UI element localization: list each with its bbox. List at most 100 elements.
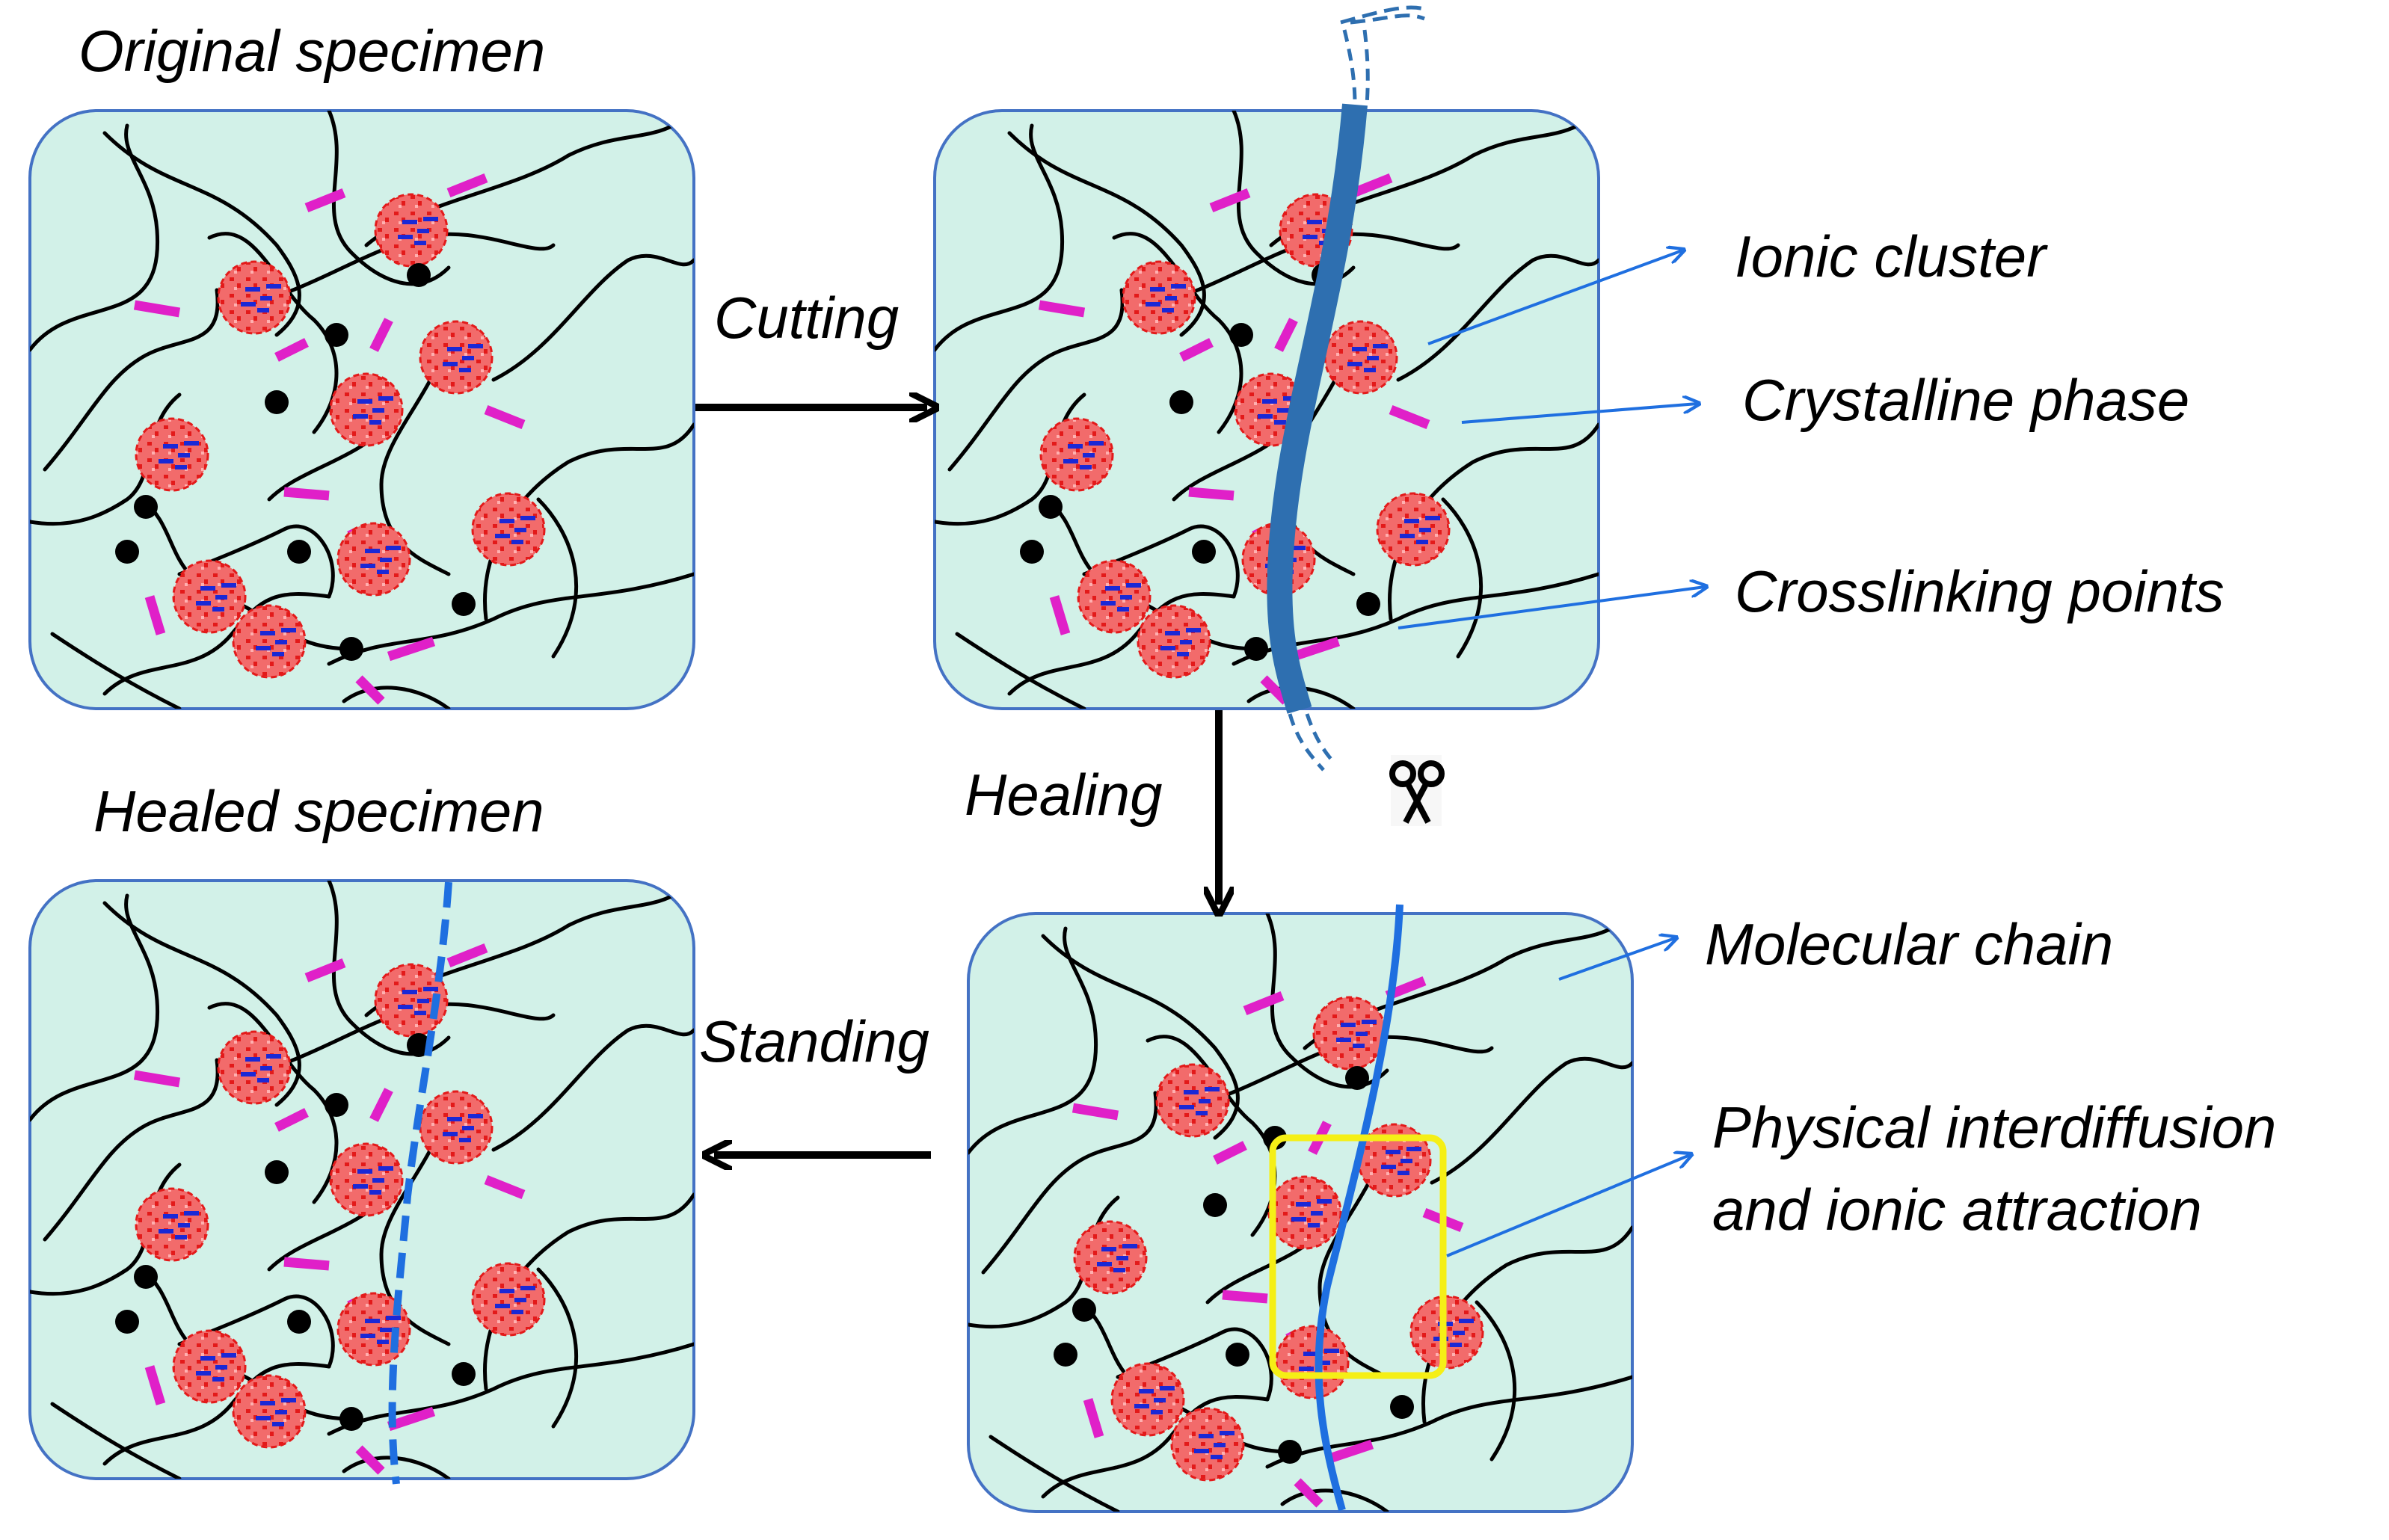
ion-mark [281, 1398, 296, 1402]
crystalline-phase [387, 636, 436, 662]
ion-mark [241, 1072, 256, 1077]
crystalline-phase [1049, 595, 1071, 635]
ion-mark [260, 296, 272, 301]
ion-mark [1199, 1099, 1211, 1103]
crystalline-phase [1038, 300, 1086, 318]
ion-mark [386, 1316, 401, 1320]
pointer-crystalline-phase [1461, 404, 1697, 424]
ionic-cluster [232, 604, 307, 679]
ionic-cluster [419, 1090, 494, 1165]
ion-mark [1336, 1038, 1351, 1042]
crosslink-point [1020, 540, 1044, 564]
ion-mark [468, 1114, 483, 1118]
crystalline-phase [1243, 991, 1285, 1016]
pointer-molecular-chain [1558, 938, 1675, 981]
crystalline-phase [283, 1257, 330, 1271]
ionic-cluster [172, 1329, 247, 1404]
crystalline-phase [274, 338, 309, 362]
ionic-cluster [1073, 1220, 1148, 1295]
molecular-chain [1041, 934, 1240, 1140]
crystalline-phase [369, 1088, 393, 1122]
ion-mark [175, 1235, 187, 1239]
molecular-chain [327, 1342, 694, 1436]
crosslink-point [265, 1160, 289, 1184]
ion-mark [178, 453, 190, 458]
crystalline-phase [1222, 1290, 1268, 1304]
molecular-chain [327, 572, 694, 666]
crosslink-point [452, 1362, 476, 1386]
ion-mark [380, 558, 392, 562]
crosslink-point [325, 323, 348, 347]
ion-mark [266, 284, 281, 289]
crosslink-point [115, 1310, 139, 1334]
ion-mark [499, 1289, 514, 1293]
molecular-chain [30, 893, 160, 1122]
crosslink-point [1390, 1395, 1414, 1419]
ion-mark [462, 1126, 474, 1130]
ion-mark [196, 601, 211, 606]
crosslink-point [115, 540, 139, 564]
ion-mark [1277, 408, 1289, 413]
ion-mark [281, 628, 296, 632]
crystalline-phase [1179, 338, 1214, 362]
crosslink-point [287, 540, 311, 564]
ion-mark [1162, 308, 1174, 312]
crystalline-phase [1274, 318, 1298, 352]
legend-crosslinking-points: Crosslinking points [1735, 558, 2224, 624]
crystalline-phase [304, 958, 346, 983]
ion-mark [1063, 459, 1078, 463]
ion-mark [175, 465, 187, 469]
ion-mark [1364, 368, 1376, 372]
ion-mark [447, 1117, 462, 1121]
ion-mark [1303, 1352, 1318, 1356]
ionic-cluster [172, 559, 247, 634]
ion-mark [1199, 1434, 1214, 1438]
ion-mark [1347, 362, 1362, 366]
ion-mark [1165, 296, 1177, 301]
ion-mark [1160, 1386, 1175, 1390]
ionic-cluster [217, 1030, 292, 1105]
ion-mark [1146, 302, 1160, 307]
ion-mark [1186, 628, 1201, 632]
molecular-chain [1007, 131, 1206, 337]
molecular-chain [1421, 1225, 1632, 1424]
ion-mark [1117, 607, 1129, 612]
molecular-chain [379, 333, 451, 576]
molecular-chain [1388, 422, 1599, 621]
crystalline-phase [387, 1406, 436, 1432]
interdiffusion-highlight-box [1269, 1134, 1447, 1379]
ion-mark [499, 519, 514, 523]
ion-mark [511, 1310, 523, 1314]
ion-mark [365, 549, 380, 553]
ion-mark [377, 1340, 389, 1344]
molecular-chain [935, 123, 1065, 352]
ion-mark [360, 1334, 375, 1338]
ion-mark [360, 564, 375, 568]
ion-mark [1400, 1159, 1412, 1163]
ion-mark [398, 235, 413, 239]
ion-mark [1101, 1247, 1116, 1251]
molecular-chain [379, 1103, 451, 1346]
molecular-chain [1265, 1375, 1632, 1469]
crystalline-phase [144, 1365, 166, 1405]
ion-mark [514, 1298, 526, 1302]
ion-mark [275, 640, 287, 644]
ion-mark [1367, 356, 1379, 360]
crosslink-point [1203, 1193, 1227, 1217]
ion-mark [459, 368, 471, 372]
molecular-chain [955, 632, 1086, 709]
ion-mark [1150, 287, 1165, 292]
ion-mark [1356, 1032, 1368, 1036]
ionic-cluster [1122, 260, 1196, 335]
ion-mark [272, 652, 284, 656]
crosslink-point [339, 637, 363, 661]
ion-mark [369, 420, 381, 425]
ion-mark [468, 344, 483, 348]
crosslink-point [1226, 1343, 1249, 1367]
ion-mark [417, 229, 429, 233]
ion-mark [1179, 1105, 1194, 1109]
ion-mark [402, 220, 417, 224]
molecular-chain [491, 253, 694, 382]
crystalline-phase [304, 188, 346, 213]
